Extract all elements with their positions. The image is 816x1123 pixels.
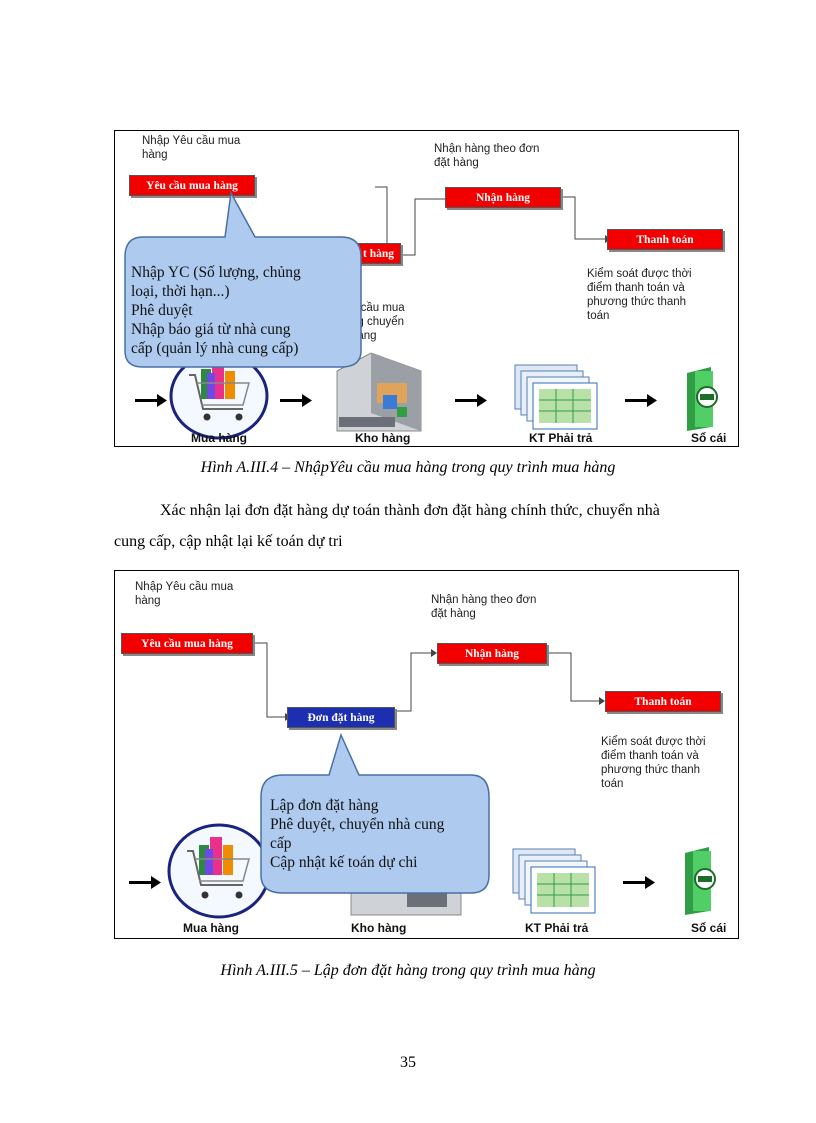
- bubble-text: Nhập YC (Số lượng, chủng loại, thời hạn.…: [131, 263, 301, 358]
- figure-caption-2: Hình A.III.5 – Lập đơn đặt hàng trong qu…: [220, 962, 596, 979]
- warehouse-icon: [336, 352, 422, 432]
- shopping-cart-icon: [167, 823, 271, 919]
- label-warehouse: Kho hàng: [351, 921, 407, 935]
- step-payment: Thanh toán: [605, 691, 721, 712]
- accounts-payable-icon: [514, 364, 598, 430]
- bubble-line: Nhập báo giá từ nhà cung: [131, 321, 291, 338]
- label-warehouse: Kho hàng: [355, 431, 411, 445]
- note-enter-request: Nhập Yêu cầu mua hàng: [135, 581, 234, 607]
- accounts-payable-icon: [512, 848, 596, 914]
- step-purchase-request: Yêu cầu mua hàng: [129, 175, 255, 196]
- bubble-text: Lập đơn đặt hàng Phê duyệt, chuyển nhà c…: [270, 796, 444, 872]
- label-accounts-payable: KT Phải trả: [525, 921, 589, 935]
- note-receive-by-order: Nhận hàng theo đơn đặt hàng: [434, 143, 540, 169]
- figure-purchase-order: Nhập Yêu cầu mua hàng Nhận hàng theo đơn…: [114, 570, 739, 939]
- label-ledger: Sổ cái: [691, 431, 727, 445]
- step-purchase-request: Yêu cầu mua hàng: [121, 633, 253, 654]
- label-purchase: Mua hàng: [183, 921, 239, 935]
- note-enter-request: Nhập Yêu cầu mua hàng: [142, 135, 241, 161]
- flow-connectors: [135, 186, 718, 440]
- note-payment-control: Kiểm soát được thời điểm thanh toán và p…: [601, 736, 706, 790]
- label-purchase: Mua hàng: [191, 431, 247, 445]
- ledger-book-icon: [687, 367, 718, 431]
- figure-purchase-request: Nhập Yêu cầu mua hàng Nhận hàng theo đơn…: [114, 130, 739, 447]
- note-payment-control: Kiểm soát được thời điểm thanh toán và p…: [587, 268, 692, 322]
- paragraph-line-2: cung cấp, cập nhật lại kế toán dự tri: [114, 533, 343, 550]
- step-purchase-order: Đơn đặt hàng: [287, 707, 395, 728]
- step-receive-goods: Nhận hàng: [437, 643, 547, 664]
- bubble-line: Cập nhật kế toán dự chi: [270, 854, 418, 871]
- warehouse-icon: [350, 870, 462, 916]
- step-purchase-order: t hàng: [325, 243, 401, 264]
- bubble-line: cấp (quản lý nhà cung cấp): [131, 340, 299, 357]
- note-partially-hidden: u cầu mua ng chuyển hàng: [351, 302, 405, 342]
- label-accounts-payable: KT Phải trả: [529, 431, 593, 445]
- figure-caption-1: Hình A.III.4 – NhậpYêu cầu mua hàng tron…: [200, 459, 616, 476]
- note-receive-by-order: Nhận hàng theo đơn đặt hàng: [431, 594, 537, 620]
- shopping-cart-icon: [169, 352, 269, 440]
- bubble-line: loại, thời hạn...): [131, 283, 230, 300]
- step-payment: Thanh toán: [607, 229, 723, 250]
- step-receive-goods: Nhận hàng: [445, 187, 561, 208]
- flow-arrows: [129, 876, 655, 889]
- page-number: 35: [400, 1054, 416, 1071]
- bubble-line: Phê duyệt, chuyển nhà cung: [270, 816, 445, 833]
- ledger-book-icon: [685, 847, 716, 915]
- paragraph-line-1: Xác nhận lại đơn đặt hàng dự toán thành …: [160, 502, 660, 519]
- bubble-line: Nhập YC (Số lượng, chủng: [131, 264, 301, 281]
- flow-arrows: [135, 394, 657, 407]
- bubble-line: cấp: [270, 835, 292, 852]
- flow-connectors: [129, 642, 716, 919]
- bubble-line: Phê duyệt: [131, 302, 193, 319]
- bubble-line: Lập đơn đặt hàng: [270, 797, 379, 814]
- label-ledger: Sổ cái: [691, 921, 727, 935]
